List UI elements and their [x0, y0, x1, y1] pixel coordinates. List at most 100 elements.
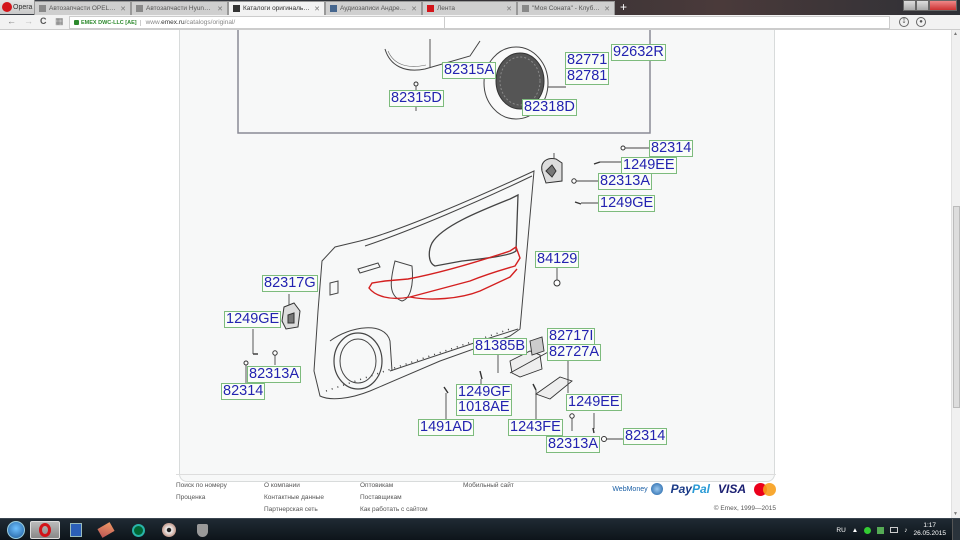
taskbar-media-player[interactable] [157, 521, 181, 539]
browser-tab[interactable]: Автозапчасти Hyundai - ...✕ [131, 1, 228, 15]
language-indicator[interactable]: RU [836, 526, 846, 534]
taskbar-save-app[interactable] [64, 521, 88, 539]
close-window-button[interactable] [929, 0, 957, 11]
taskbar-opera[interactable] [30, 521, 60, 539]
certificate-badge[interactable]: EMEX DWC-LLC [AE] [74, 19, 141, 26]
minimize-button[interactable] [903, 0, 916, 11]
inside-handle-part [535, 376, 573, 400]
download-icon[interactable]: ↧ [899, 17, 909, 27]
clock[interactable]: 1:17 26.05.2015 [913, 522, 946, 538]
part-number-callout[interactable]: 1249GE [224, 311, 282, 328]
url-text: www.emex.ru/catalogs/original/ [145, 19, 236, 26]
close-tab-icon[interactable]: ✕ [120, 5, 126, 13]
footer-link-pricing[interactable]: Проценка [176, 494, 206, 501]
volume-icon[interactable]: ♪ [904, 526, 908, 534]
tray-expand-icon[interactable]: ▲ [851, 526, 859, 534]
page-icon [39, 5, 46, 12]
clock-time: 1:17 [923, 522, 937, 529]
address-bar[interactable]: EMEX DWC-LLC [AE] www.emex.ru/catalogs/o… [69, 16, 445, 29]
tab-label: "Моя Соната" - Клуб Хё... [532, 5, 602, 12]
forward-arrow-icon[interactable]: → [24, 16, 33, 26]
show-desktop-button[interactable] [952, 519, 960, 540]
part-number-callout[interactable]: 1249GE [598, 195, 656, 212]
footer-column-search: Поиск по номеру Проценка [176, 480, 227, 504]
tray-app-icon[interactable] [864, 526, 872, 534]
visa-logo: VISA [717, 482, 746, 496]
browser-tab[interactable]: Каталоги оригинальных з...✕ [228, 1, 325, 15]
footer-link-contacts[interactable]: Контактные данные [264, 494, 324, 501]
opera-menu-label: Opera [13, 3, 33, 11]
opera-logo-icon [2, 2, 12, 12]
browser-tab[interactable]: Автозапчасти OPEL - amex✕ [34, 1, 131, 15]
part-number-callout[interactable]: 1243FE [508, 419, 563, 436]
speed-dial-icon[interactable]: ▦ [55, 16, 64, 26]
browser-tab[interactable]: Аудиозаписи Андрея Ш...✕ [325, 1, 422, 15]
scrollbar-thumb[interactable] [953, 205, 960, 408]
disc-icon [162, 523, 176, 537]
part-number-callout[interactable]: 1249EE [621, 157, 677, 174]
part-number-callout[interactable]: 82315A [442, 62, 496, 79]
maximize-button[interactable] [916, 0, 929, 11]
action-center-icon[interactable] [890, 527, 899, 533]
footer-link-wholesale[interactable]: Оптовикам [360, 482, 394, 489]
address-bar-extension[interactable] [445, 16, 890, 29]
footer-link-suppliers[interactable]: Поставщикам [360, 494, 402, 501]
part-number-callout[interactable]: 1249EE [566, 394, 622, 411]
part-number-callout[interactable]: 82313A [247, 366, 301, 383]
part-number-callout[interactable]: 1491AD [418, 419, 475, 436]
vertical-scrollbar[interactable]: ▲ ▼ [951, 30, 960, 518]
new-tab-button[interactable]: + [620, 0, 628, 14]
taskbar-world-of-tanks[interactable] [190, 521, 214, 539]
browser-tab[interactable]: Лента✕ [422, 1, 517, 15]
part-number-callout[interactable]: 82314 [649, 140, 694, 157]
part-number-callout[interactable]: 82318D [522, 99, 577, 116]
part-number-callout[interactable]: 82315D [389, 90, 444, 107]
part-number-callout[interactable]: 82781 [565, 68, 610, 85]
close-tab-icon[interactable]: ✕ [411, 5, 417, 13]
part-number-callout[interactable]: 82717I [547, 328, 596, 345]
opera-menu-button[interactable]: Opera [0, 0, 35, 14]
taskbar-game-app[interactable] [94, 521, 118, 539]
footer-link-partners[interactable]: Партнерская сеть [264, 506, 318, 513]
scroll-down-icon[interactable]: ▼ [953, 511, 958, 517]
windows-taskbar: RU ▲ ♪ 1:17 26.05.2015 [0, 518, 960, 540]
part-number-callout[interactable]: 82313A [546, 436, 600, 453]
screw-icon [532, 383, 537, 391]
account-icon[interactable]: ● [916, 17, 926, 27]
footer-link-about[interactable]: О компании [264, 482, 300, 489]
payment-logos: WebMoney PayPal VISA [612, 482, 776, 496]
close-tab-icon[interactable]: ✕ [604, 5, 610, 13]
windows-logo-icon [7, 521, 25, 539]
part-number-callout[interactable]: 82317G [262, 275, 318, 292]
clip-icon [601, 436, 607, 442]
part-number-callout[interactable]: 82771 [565, 52, 610, 69]
part-number-callout[interactable]: 82727A [547, 344, 601, 361]
footer-link-search-by-number[interactable]: Поиск по номеру [176, 482, 227, 489]
paypal-logo: PayPal [670, 482, 710, 496]
network-icon[interactable] [877, 526, 885, 534]
close-tab-icon[interactable]: ✕ [506, 5, 512, 13]
vk-favicon [330, 5, 337, 12]
part-number-callout[interactable]: 82314 [221, 383, 266, 400]
part-number-callout[interactable]: 82314 [623, 428, 668, 445]
scroll-up-icon[interactable]: ▲ [953, 31, 958, 37]
taskbar-green-app[interactable] [126, 521, 150, 539]
part-number-callout[interactable]: 81385B [473, 338, 527, 355]
door-handle-part [541, 158, 563, 184]
window-controls [903, 0, 957, 11]
clip-icon [243, 360, 249, 366]
reload-icon[interactable]: C [40, 16, 47, 26]
nut-icon [571, 178, 577, 184]
part-number-callout[interactable]: 92632R [611, 44, 666, 61]
close-tab-icon[interactable]: ✕ [314, 5, 320, 13]
part-number-callout[interactable]: 1018AE [456, 399, 512, 416]
footer-link-mobile-site[interactable]: Мобильный сайт [463, 482, 514, 489]
part-number-callout[interactable]: 82313A [598, 173, 652, 190]
footer-link-how-to[interactable]: Как работать с сайтом [360, 506, 428, 513]
back-arrow-icon[interactable]: ← [7, 16, 16, 26]
browser-tab[interactable]: "Моя Соната" - Клуб Хё...✕ [517, 1, 615, 15]
start-button[interactable] [4, 521, 28, 539]
part-number-callout[interactable]: 84129 [535, 251, 580, 268]
close-tab-icon[interactable]: ✕ [217, 5, 223, 13]
